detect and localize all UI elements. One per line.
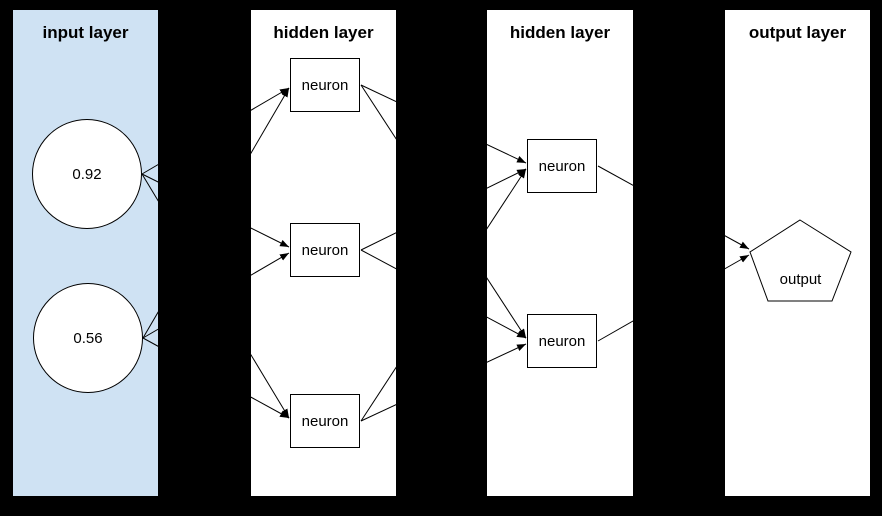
input-node-1: 0.92 xyxy=(32,119,142,229)
panel-title-hidden-layer-1: hidden layer xyxy=(273,23,374,42)
hidden2-neuron-1: neuron xyxy=(527,139,597,193)
pentagon-shape xyxy=(749,219,852,302)
hidden2-neuron-2: neuron xyxy=(527,314,597,368)
output-node-pentagon xyxy=(749,219,852,302)
hidden1-neuron-3-label: neuron xyxy=(301,412,349,430)
input-node-1-value: 0.92 xyxy=(72,165,102,183)
output-node-label: output xyxy=(779,271,822,288)
hidden1-neuron-3: neuron xyxy=(290,394,360,448)
panel-hidden-layer-2: hidden layer xyxy=(487,10,633,496)
hidden2-neuron-2-label: neuron xyxy=(538,332,586,350)
hidden1-neuron-1-label: neuron xyxy=(301,76,349,94)
panel-title-output-layer: output layer xyxy=(748,23,847,42)
input-node-2: 0.56 xyxy=(33,283,143,393)
hidden1-neuron-1: neuron xyxy=(290,58,360,112)
input-node-2-value: 0.56 xyxy=(73,329,103,347)
panel-title-hidden-layer-2: hidden layer xyxy=(509,23,611,42)
hidden2-neuron-1-label: neuron xyxy=(538,157,586,175)
hidden1-neuron-2-label: neuron xyxy=(301,241,349,259)
panel-title-input-layer: input layer xyxy=(42,23,129,42)
panel-input-layer: input layer xyxy=(13,10,158,496)
hidden1-neuron-2: neuron xyxy=(290,223,360,277)
